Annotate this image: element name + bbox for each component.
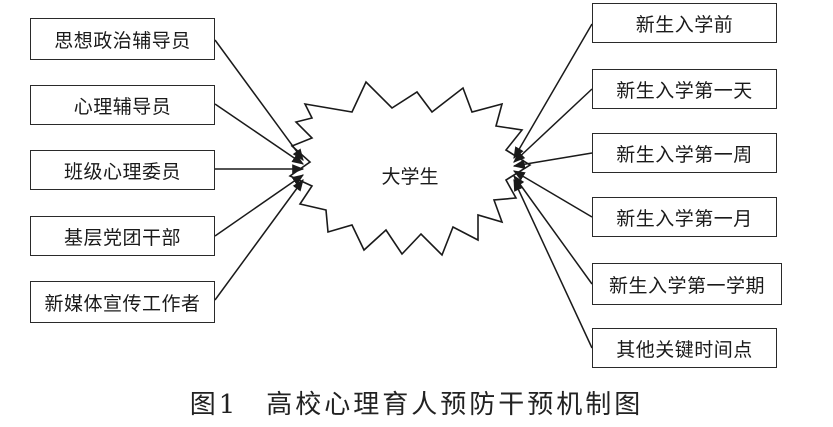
figure-title: 高校心理育人预防干预机制图	[266, 390, 644, 420]
arrow-right-2	[513, 88, 593, 163]
arrow-left-2	[214, 103, 304, 165]
arrow-right-1	[513, 23, 593, 160]
left-node-ideological-counselor: 思想政治辅导员	[30, 18, 215, 60]
arrow-left-4	[214, 174, 304, 237]
right-node-before-enrollment: 新生入学前	[592, 3, 777, 43]
arrow-left-1	[214, 39, 304, 161]
arrow-right-5	[513, 175, 593, 285]
left-node-new-media-worker: 新媒体宣传工作者	[30, 281, 215, 323]
figure-caption: 图1 高校心理育人预防干预机制图	[0, 384, 833, 421]
right-node-first-day: 新生入学第一天	[592, 69, 777, 109]
figure-number: 图1	[189, 390, 239, 420]
center-label-college-students: 大学生	[381, 166, 439, 188]
central-starburst-shape	[288, 80, 532, 257]
arrow-right-3	[512, 152, 593, 169]
left-node-psychological-counselor: 心理辅导员	[30, 85, 215, 125]
right-node-other-key-times: 其他关键时间点	[592, 328, 777, 368]
right-node-first-semester: 新生入学第一学期	[592, 263, 782, 305]
left-node-class-psych-committee: 班级心理委员	[30, 150, 215, 190]
right-node-first-week: 新生入学第一周	[592, 133, 777, 173]
right-node-first-month: 新生入学第一月	[592, 197, 777, 237]
arrow-right-4	[512, 170, 593, 218]
left-node-party-league-cadre: 基层党团干部	[30, 216, 215, 256]
arrow-right-6	[513, 178, 593, 349]
arrow-left-5	[214, 179, 304, 301]
